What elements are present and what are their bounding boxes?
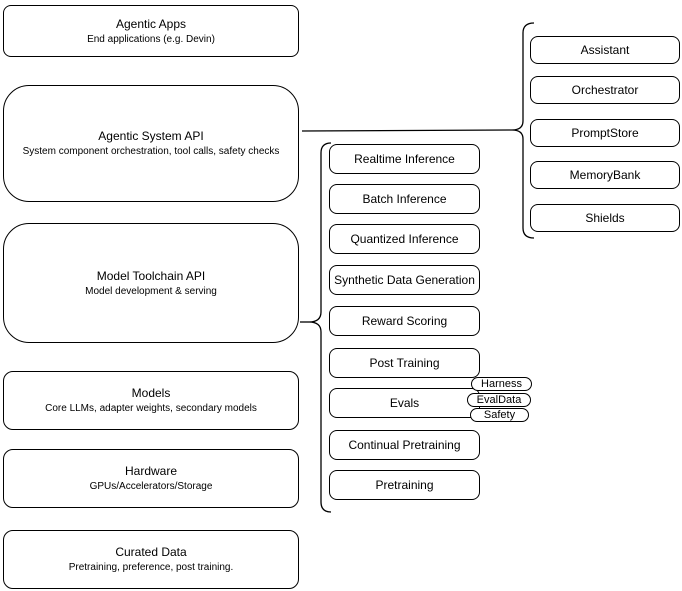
node-title: Agentic System API [98, 129, 204, 143]
node-title: Curated Data [115, 545, 187, 559]
node-title: Post Training [369, 356, 440, 370]
node-reward-scoring: Reward Scoring [329, 306, 480, 336]
node-title: Shields [585, 211, 625, 225]
node-hardware: Hardware GPUs/Accelerators/Storage [3, 449, 299, 508]
node-agentic-system-api: Agentic System API System component orch… [3, 85, 299, 202]
node-title: Agentic Apps [115, 16, 187, 31]
tag-harness: Harness [471, 377, 532, 391]
node-model-toolchain-api: Model Toolchain API Model development & … [3, 223, 299, 343]
toolchain-brace [308, 142, 332, 513]
node-title: Model Toolchain API [96, 268, 206, 283]
node-curated-data: Curated Data Pretraining, preference, po… [3, 530, 299, 589]
node-title: Continual Pretraining [348, 438, 461, 452]
node-title: Assistant [580, 43, 630, 57]
node-batch-inference: Batch Inference [329, 184, 480, 214]
node-quantized-inference: Quantized Inference [329, 224, 480, 254]
node-subtitle: Pretraining, preference, post training. [68, 562, 234, 573]
node-realtime-inference: Realtime Inference [329, 144, 480, 174]
node-agentic-apps: Agentic Apps End applications (e.g. Devi… [3, 5, 299, 57]
node-title: PromptStore [571, 126, 639, 140]
node-shields: Shields [530, 204, 680, 232]
node-continual-pretraining: Continual Pretraining [329, 430, 480, 460]
node-subtitle: End applications (e.g. Devin) [87, 33, 215, 45]
node-title: Realtime Inference [354, 152, 455, 166]
node-evals: Evals [329, 388, 480, 418]
node-subtitle: GPUs/Accelerators/Storage [89, 481, 213, 492]
tag-safety: Safety [470, 408, 529, 422]
node-title: Batch Inference [362, 192, 447, 206]
node-title: Pretraining [375, 478, 434, 492]
node-assistant: Assistant [530, 36, 680, 64]
node-subtitle: System component orchestration, tool cal… [22, 146, 280, 157]
node-title: Evals [389, 396, 420, 410]
node-title: Quantized Inference [350, 232, 459, 246]
node-title: Models [131, 386, 171, 400]
node-title: Hardware [124, 464, 178, 478]
node-subtitle: Model development & serving [85, 285, 217, 297]
node-title: Reward Scoring [361, 314, 448, 328]
node-title: Synthetic Data Generation [334, 273, 475, 287]
node-post-training: Post Training [329, 348, 480, 378]
node-pretraining: Pretraining [329, 470, 480, 500]
node-subtitle: Core LLMs, adapter weights, secondary mo… [45, 403, 257, 414]
node-memorybank: MemoryBank [530, 161, 680, 189]
node-models: Models Core LLMs, adapter weights, secon… [3, 371, 299, 430]
node-orchestrator: Orchestrator [530, 76, 680, 104]
node-synthetic-data-generation: Synthetic Data Generation [329, 265, 480, 295]
node-promptstore: PromptStore [530, 119, 680, 147]
node-title: Orchestrator [571, 83, 639, 97]
system-api-connector-line [301, 129, 513, 132]
tag-evaldata: EvalData [467, 393, 531, 407]
node-title: MemoryBank [569, 168, 641, 182]
